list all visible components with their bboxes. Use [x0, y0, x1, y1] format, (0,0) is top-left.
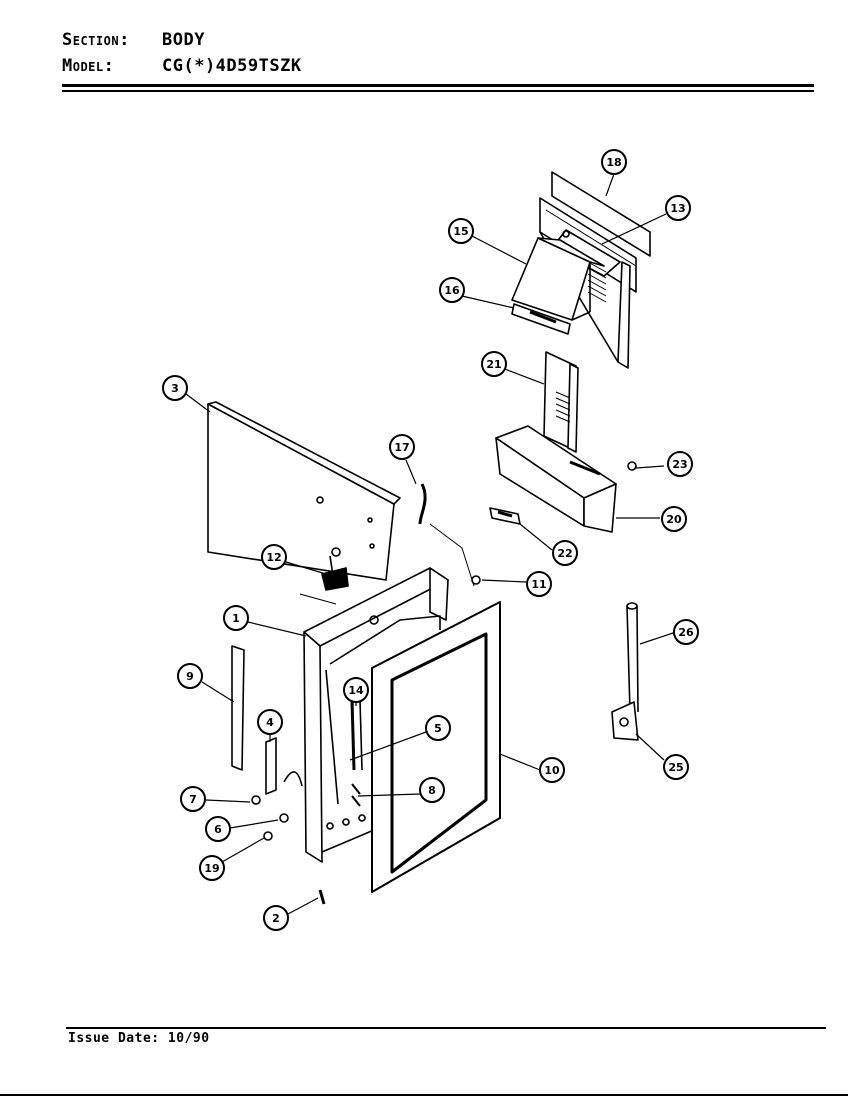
part-15-vent-duct: [511, 237, 605, 321]
callout-3: 3: [162, 375, 188, 401]
model-value: CG(*)4D59TSZK: [162, 56, 302, 76]
callout-label-13: 13: [670, 202, 685, 215]
callout-label-9: 9: [186, 670, 194, 683]
callout-2: 2: [263, 905, 289, 931]
callout-1: 1: [223, 605, 249, 631]
callout-label-22: 22: [557, 547, 572, 560]
part-21-vent-panel: [543, 351, 579, 453]
part-22-terminal-block: [489, 507, 521, 525]
callout-label-23: 23: [672, 458, 687, 471]
callout-10: 10: [539, 757, 565, 783]
callout-12: 12: [261, 544, 287, 570]
part-10-door-panel: [371, 601, 501, 893]
callout-14: 14: [343, 677, 369, 703]
callout-label-1: 1: [232, 612, 240, 625]
callout-label-3: 3: [171, 382, 179, 395]
callout-label-18: 18: [606, 156, 621, 169]
callout-18: 18: [601, 149, 627, 175]
model-header: Model: CG(*)4D59TSZK: [62, 56, 302, 76]
callout-label-10: 10: [544, 764, 560, 777]
callout-7: 7: [180, 786, 206, 812]
callout-label-26: 26: [678, 626, 694, 639]
callout-13: 13: [665, 195, 691, 221]
bottom-rule: [0, 1094, 848, 1096]
section-label: Section:: [62, 30, 130, 50]
callout-label-8: 8: [428, 784, 436, 797]
part-2-screw: [318, 889, 326, 905]
header-rule-thin: [62, 90, 814, 92]
callout-6: 6: [205, 816, 231, 842]
callout-21: 21: [481, 351, 507, 377]
part-9-strip: [231, 645, 245, 771]
callout-9: 9: [177, 663, 203, 689]
part-14-hinge: [350, 699, 363, 771]
part-26-rod: [626, 602, 639, 713]
callout-5: 5: [425, 715, 451, 741]
callout-label-5: 5: [434, 722, 442, 735]
part-3-side-panel: [207, 401, 401, 605]
issue-date: Issue Date: 10/90: [68, 1031, 210, 1046]
callout-15: 15: [448, 218, 474, 244]
callout-label-21: 21: [486, 358, 501, 371]
callout-label-19: 19: [204, 862, 219, 875]
part-4-handle: [265, 737, 277, 795]
callout-17: 17: [389, 434, 415, 460]
part-12-latch: [321, 555, 349, 591]
callout-label-16: 16: [444, 284, 460, 297]
callout-label-7: 7: [189, 793, 197, 806]
callout-11: 11: [526, 571, 552, 597]
callout-8: 8: [419, 777, 445, 803]
callout-label-15: 15: [453, 225, 468, 238]
callout-label-20: 20: [666, 513, 682, 526]
callout-23: 23: [667, 451, 693, 477]
section-value: BODY: [162, 30, 205, 50]
callout-25: 25: [663, 754, 689, 780]
callout-22: 22: [552, 540, 578, 566]
header-rule-thick: [62, 84, 814, 87]
footer-rule: [66, 1027, 826, 1029]
callout-label-17: 17: [394, 441, 409, 454]
callout-label-2: 2: [272, 912, 280, 925]
callout-label-12: 12: [266, 551, 281, 564]
callout-label-4: 4: [266, 716, 274, 729]
part-20-tray: [495, 425, 617, 533]
callout-16: 16: [439, 277, 465, 303]
part-18-top-panel: [539, 171, 651, 369]
callout-20: 20: [661, 506, 687, 532]
model-label: Model:: [62, 56, 115, 76]
callout-26: 26: [673, 619, 699, 645]
callout-4: 4: [257, 709, 283, 735]
section-header: Section: BODY: [62, 30, 205, 50]
part-16-bracket: [511, 303, 571, 335]
callout-label-6: 6: [214, 823, 222, 836]
part-25-bracket: [611, 701, 639, 741]
callout-19: 19: [199, 855, 225, 881]
part-17-wiring: [418, 483, 427, 525]
callout-label-14: 14: [348, 684, 364, 697]
part-1-door-frame: [303, 567, 449, 863]
part-8-spring: [351, 783, 361, 807]
callout-label-25: 25: [668, 761, 683, 774]
callout-label-11: 11: [531, 578, 546, 591]
